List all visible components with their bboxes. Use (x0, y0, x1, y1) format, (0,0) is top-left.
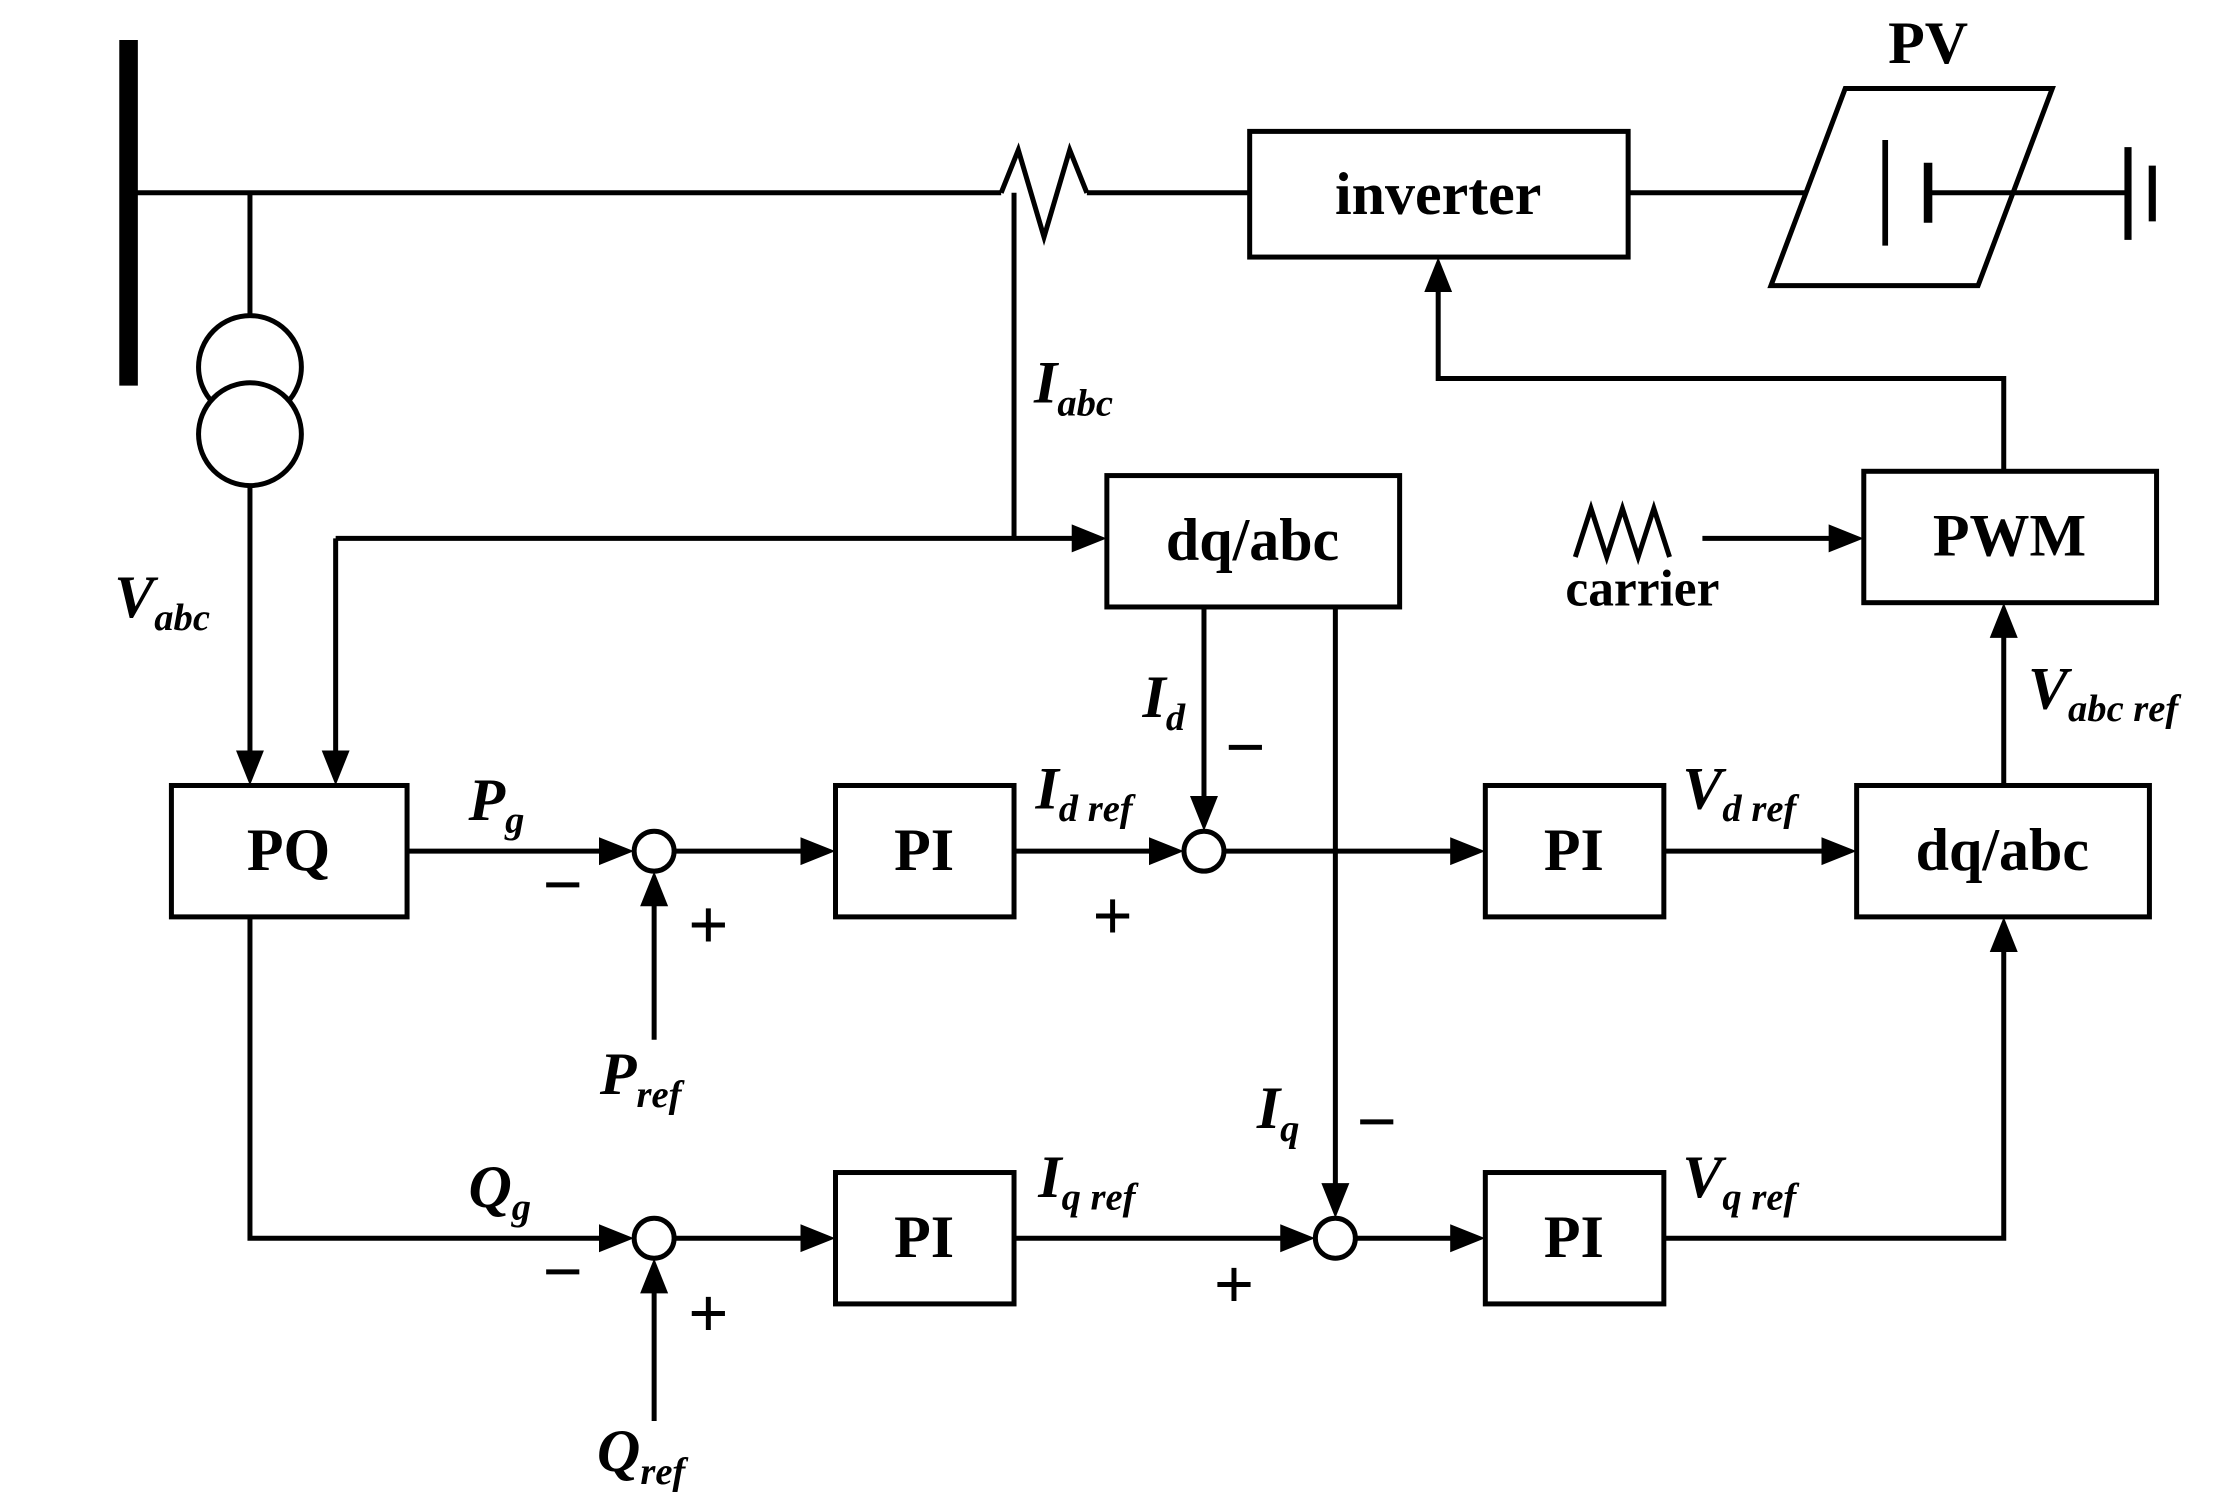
label-q-g: Qg (468, 1154, 531, 1229)
inverter-block (1247, 128, 1631, 260)
summing-junction-i-q (1312, 1215, 1358, 1261)
pi-i-d-label: PI (1544, 817, 1604, 883)
pi-q-label: PI (894, 1204, 954, 1270)
label-i-q-ref: Iq ref (1037, 1144, 1139, 1219)
carrier-wave-icon (1572, 500, 1672, 566)
minus-sign-i-q: − (1356, 1082, 1397, 1161)
pv-source-symbol (1767, 86, 2056, 289)
carrier-label: carrier (1565, 561, 1719, 618)
carrier-wave-symbol (1572, 500, 1672, 566)
label-v-d-ref: Vd ref (1682, 755, 1800, 830)
label-q-ref: Qref (597, 1418, 689, 1493)
pwm-label: PWM (1933, 503, 2086, 569)
pwm-block (1861, 468, 2160, 606)
pq-label: PQ (247, 817, 330, 883)
pi-p-label: PI (894, 817, 954, 883)
wire-v-q-ref (1663, 917, 2018, 1241)
summing-junction-i-d (1181, 828, 1227, 874)
pv-panel-parallelogram (1767, 86, 2056, 289)
breaker-symbol (998, 142, 1090, 246)
dq-abc-block-current (1104, 473, 1403, 610)
pi-i-q-label: PI (1544, 1204, 1604, 1270)
label-i-abc: Iabc (1033, 350, 1113, 425)
transformer-winding-secondary (196, 380, 304, 489)
label-v-abc: Vabc (114, 564, 210, 639)
pq-block (168, 782, 410, 920)
pi-block-p (833, 782, 1017, 920)
label-i-q: Iq (1256, 1075, 1300, 1150)
dq-abc-block-voltage (1854, 782, 2152, 920)
label-v-q-ref: Vq ref (1682, 1144, 1800, 1219)
ground-symbol (2124, 147, 2156, 240)
dq-abc-current-label: dq/abc (1166, 507, 1339, 573)
plus-sign-p-ref: + (688, 885, 729, 964)
plus-sign-i-d-ref: + (1092, 877, 1133, 956)
wire-q-g (247, 916, 634, 1253)
summing-junction-p (631, 828, 677, 874)
label-v-abc-ref: Vabc ref (2028, 655, 2182, 730)
minus-sign-q-g: − (542, 1232, 583, 1311)
label-p-ref: Pref (599, 1041, 686, 1116)
label-i-d-ref: Id ref (1034, 755, 1136, 830)
label-p-g: Pg (467, 767, 524, 842)
inverter-label: inverter (1335, 161, 1541, 227)
summing-junction-q (631, 1215, 677, 1261)
pi-block-q (833, 1170, 1017, 1307)
plus-sign-q-ref: + (688, 1274, 729, 1353)
transformer-symbol (196, 192, 304, 489)
pv-label: PV (1888, 10, 1968, 76)
dq-abc-voltage-label: dq/abc (1916, 817, 2089, 883)
minus-sign-p-g: − (542, 845, 583, 924)
wire-pwm-to-inverter (1424, 257, 2007, 472)
minus-sign-i-d: − (1225, 708, 1266, 787)
label-i-d: Id (1142, 664, 1186, 739)
plus-sign-i-q-ref: + (1214, 1245, 1255, 1324)
